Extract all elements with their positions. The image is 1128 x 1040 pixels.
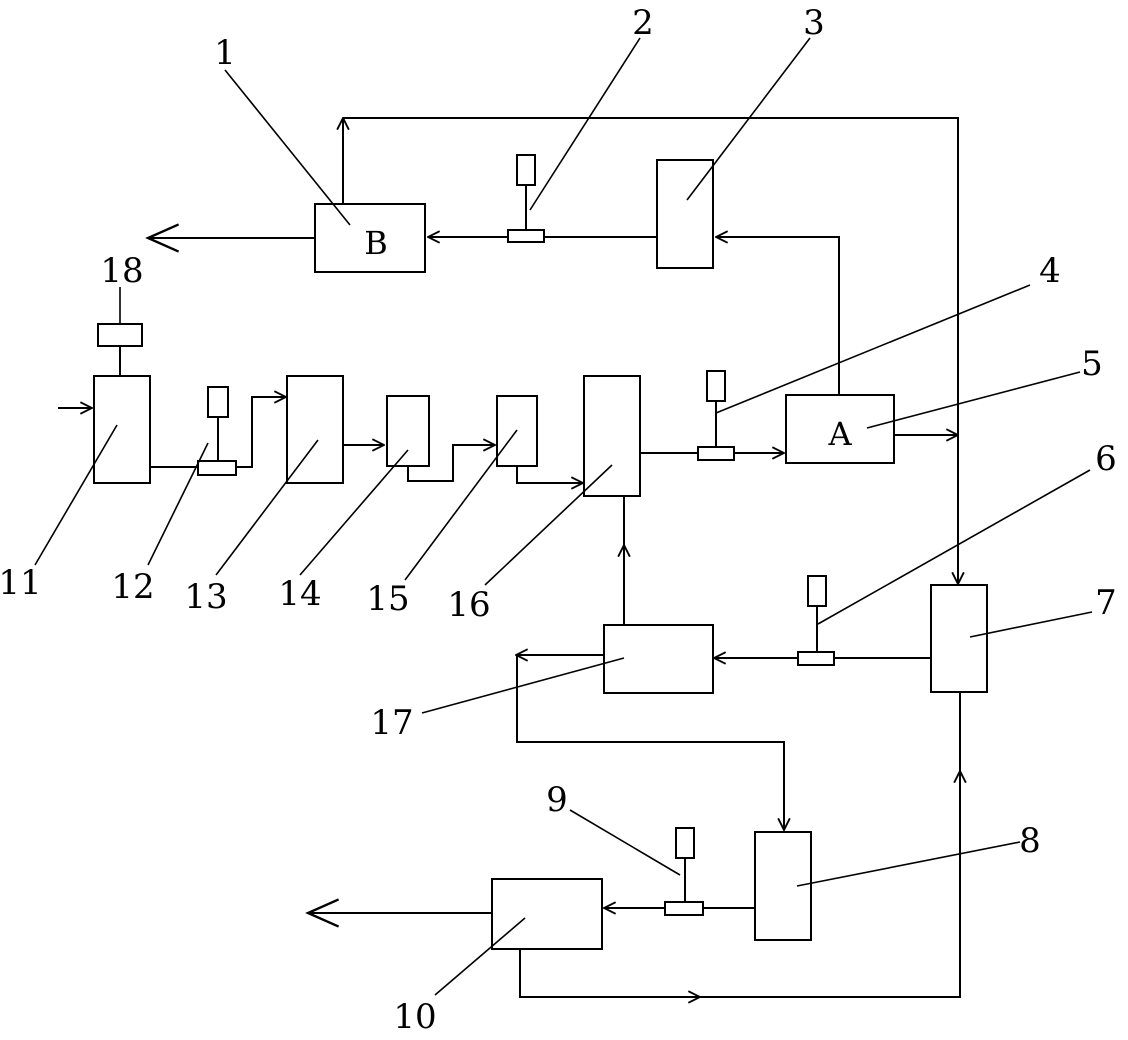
arrow-to-16	[516, 466, 583, 483]
pump-4	[697, 370, 735, 461]
label-9: 9	[546, 780, 568, 820]
label-10: 10	[393, 997, 436, 1037]
pump-6	[797, 575, 835, 666]
label-1: 1	[214, 33, 236, 73]
label-2: 2	[632, 3, 654, 43]
leader-lines	[34, 37, 1093, 996]
pump-2	[507, 154, 545, 243]
arrow-to-13	[236, 397, 286, 468]
unit-16-box	[583, 375, 641, 497]
label-12: 12	[111, 567, 154, 607]
unit-18-box	[97, 323, 143, 347]
unit-5-box-a	[785, 394, 895, 464]
pump-9	[664, 827, 704, 916]
unit-10-box	[491, 878, 603, 950]
label-15: 15	[366, 579, 409, 619]
unit-13-box	[286, 375, 344, 484]
unit-11-box	[93, 375, 151, 484]
arrow-to-15	[407, 445, 495, 482]
label-17: 17	[370, 703, 413, 743]
unit-14-box	[386, 395, 430, 467]
17-to-8-arrow	[516, 655, 784, 830]
label-8: 8	[1019, 821, 1041, 861]
loop-to-7	[343, 117, 958, 584]
unit-7-box	[930, 584, 988, 693]
box-b-letter: B	[364, 224, 388, 262]
label-7: 7	[1095, 583, 1117, 623]
label-6: 6	[1095, 439, 1117, 479]
unit-8-box	[754, 831, 812, 941]
box-a-letter: A	[827, 415, 852, 453]
10-return-arrow	[519, 949, 700, 997]
label-14: 14	[278, 574, 321, 614]
label-13: 13	[184, 577, 227, 617]
label-11: 11	[0, 563, 42, 603]
label-18: 18	[100, 251, 143, 291]
pump-12	[197, 386, 237, 476]
label-4: 4	[1039, 251, 1061, 291]
label-16: 16	[447, 585, 490, 625]
label-5: 5	[1081, 344, 1103, 384]
a-to-3-arrow	[716, 237, 840, 395]
label-3: 3	[803, 3, 825, 43]
